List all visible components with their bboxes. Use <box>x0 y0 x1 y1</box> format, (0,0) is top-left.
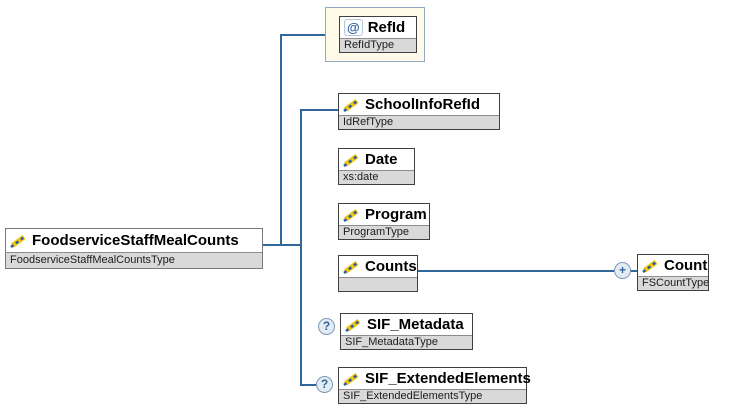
node-type-label: SIF_MetadataType <box>341 335 472 349</box>
node-type-label: xs:date <box>339 170 414 184</box>
node-date[interactable]: Date xs:date <box>338 148 415 185</box>
connector-sif-extendedelements <box>300 384 318 386</box>
element-icon <box>343 372 360 386</box>
element-icon <box>343 98 360 112</box>
node-foodservice-staff-meal-counts[interactable]: FoodserviceStaffMealCounts FoodserviceSt… <box>5 228 263 269</box>
node-counts[interactable]: Counts <box>338 255 418 292</box>
node-type-label: ProgramType <box>339 225 429 239</box>
node-type-label: IdRefType <box>339 115 499 129</box>
connector-refid-horizontal <box>280 34 326 36</box>
node-refid[interactable]: @ RefId RefIdType <box>339 16 417 53</box>
node-schoolinforefid[interactable]: SchoolInfoRefId IdRefType <box>338 93 500 130</box>
attribute-container: @ RefId RefIdType <box>325 7 425 62</box>
element-icon <box>343 153 360 167</box>
node-count[interactable]: Count FSCountType <box>637 254 709 291</box>
node-program[interactable]: Program ProgramType <box>338 203 430 240</box>
connector-plus-to-count <box>630 270 637 272</box>
connector-counts-to-count <box>418 270 615 272</box>
connector-refid-vertical <box>280 34 282 246</box>
node-type-label <box>339 277 417 291</box>
node-label: SIF_ExtendedElements <box>365 370 531 387</box>
node-type-label: RefIdType <box>340 38 416 52</box>
element-icon <box>642 259 659 273</box>
node-type-label: SIF_ExtendedElementsType <box>339 389 526 403</box>
node-label: Count <box>664 257 708 274</box>
node-sif-metadata[interactable]: SIF_Metadata SIF_MetadataType <box>340 313 473 350</box>
connector-children-trunk <box>300 109 302 386</box>
node-label: Program <box>365 206 427 223</box>
connector-schoolinforefid <box>300 109 338 111</box>
node-sif-extendedelements[interactable]: SIF_ExtendedElements SIF_ExtendedElement… <box>338 367 531 404</box>
node-label: Counts <box>365 258 417 275</box>
node-type-label: FSCountType <box>638 276 708 290</box>
node-label: FoodserviceStaffMealCounts <box>32 232 239 249</box>
attribute-icon: @ <box>344 19 363 36</box>
node-label: SchoolInfoRefId <box>365 96 480 113</box>
node-label: Date <box>365 151 398 168</box>
optional-badge-sif-metadata: ? <box>318 318 335 335</box>
element-icon <box>343 260 360 274</box>
element-icon <box>10 234 27 248</box>
node-label: RefId <box>367 19 406 36</box>
node-label: SIF_Metadata <box>367 316 464 333</box>
repeat-badge: + <box>614 262 631 279</box>
node-type-label: FoodserviceStaffMealCountsType <box>6 252 262 268</box>
element-icon <box>343 208 360 222</box>
element-icon <box>345 318 362 332</box>
optional-badge-sif-extendedelements: ? <box>316 376 333 393</box>
